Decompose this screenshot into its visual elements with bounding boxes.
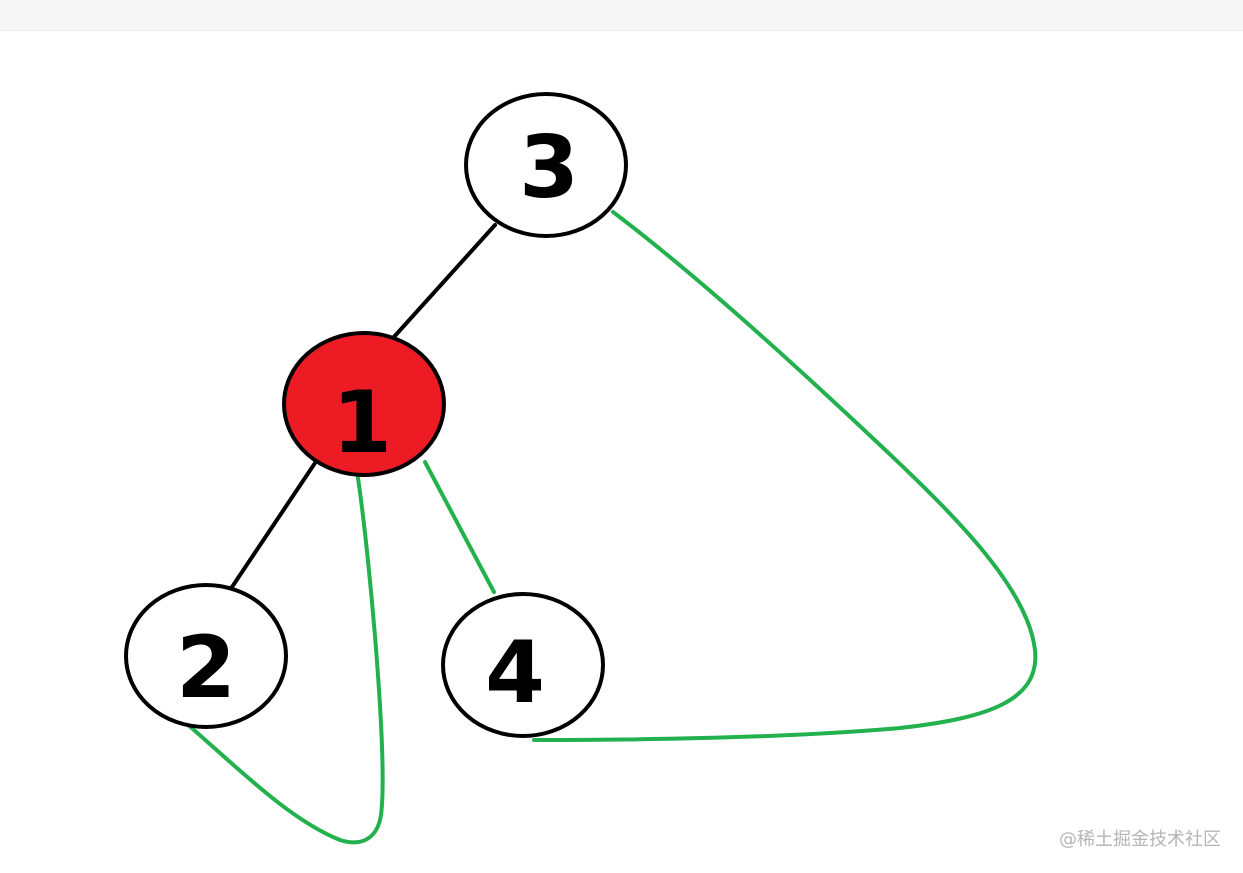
node-4: 4 — [441, 592, 605, 738]
tree-edge-1-2 — [230, 461, 317, 589]
thread-link-2-1 — [184, 476, 385, 845]
tree-edge-3-1 — [391, 223, 497, 340]
thread-link-1-4 — [423, 460, 496, 594]
node-4-circle — [441, 592, 605, 738]
top-bar — [0, 0, 1243, 31]
node-1: 1 — [282, 331, 446, 477]
node-3-circle — [464, 92, 628, 238]
node-3: 3 — [464, 92, 628, 238]
node-2: 2 — [124, 583, 288, 729]
node-2-label: 2 — [176, 618, 236, 718]
node-1-label: 1 — [332, 373, 392, 473]
node-1-circle — [282, 331, 446, 477]
node-2-circle — [124, 583, 288, 729]
thread-link-4-3 — [532, 210, 1038, 742]
watermark: @稀土掘金技术社区 — [1059, 829, 1221, 850]
node-3-label: 3 — [519, 118, 579, 218]
node-4-label: 4 — [485, 623, 545, 723]
